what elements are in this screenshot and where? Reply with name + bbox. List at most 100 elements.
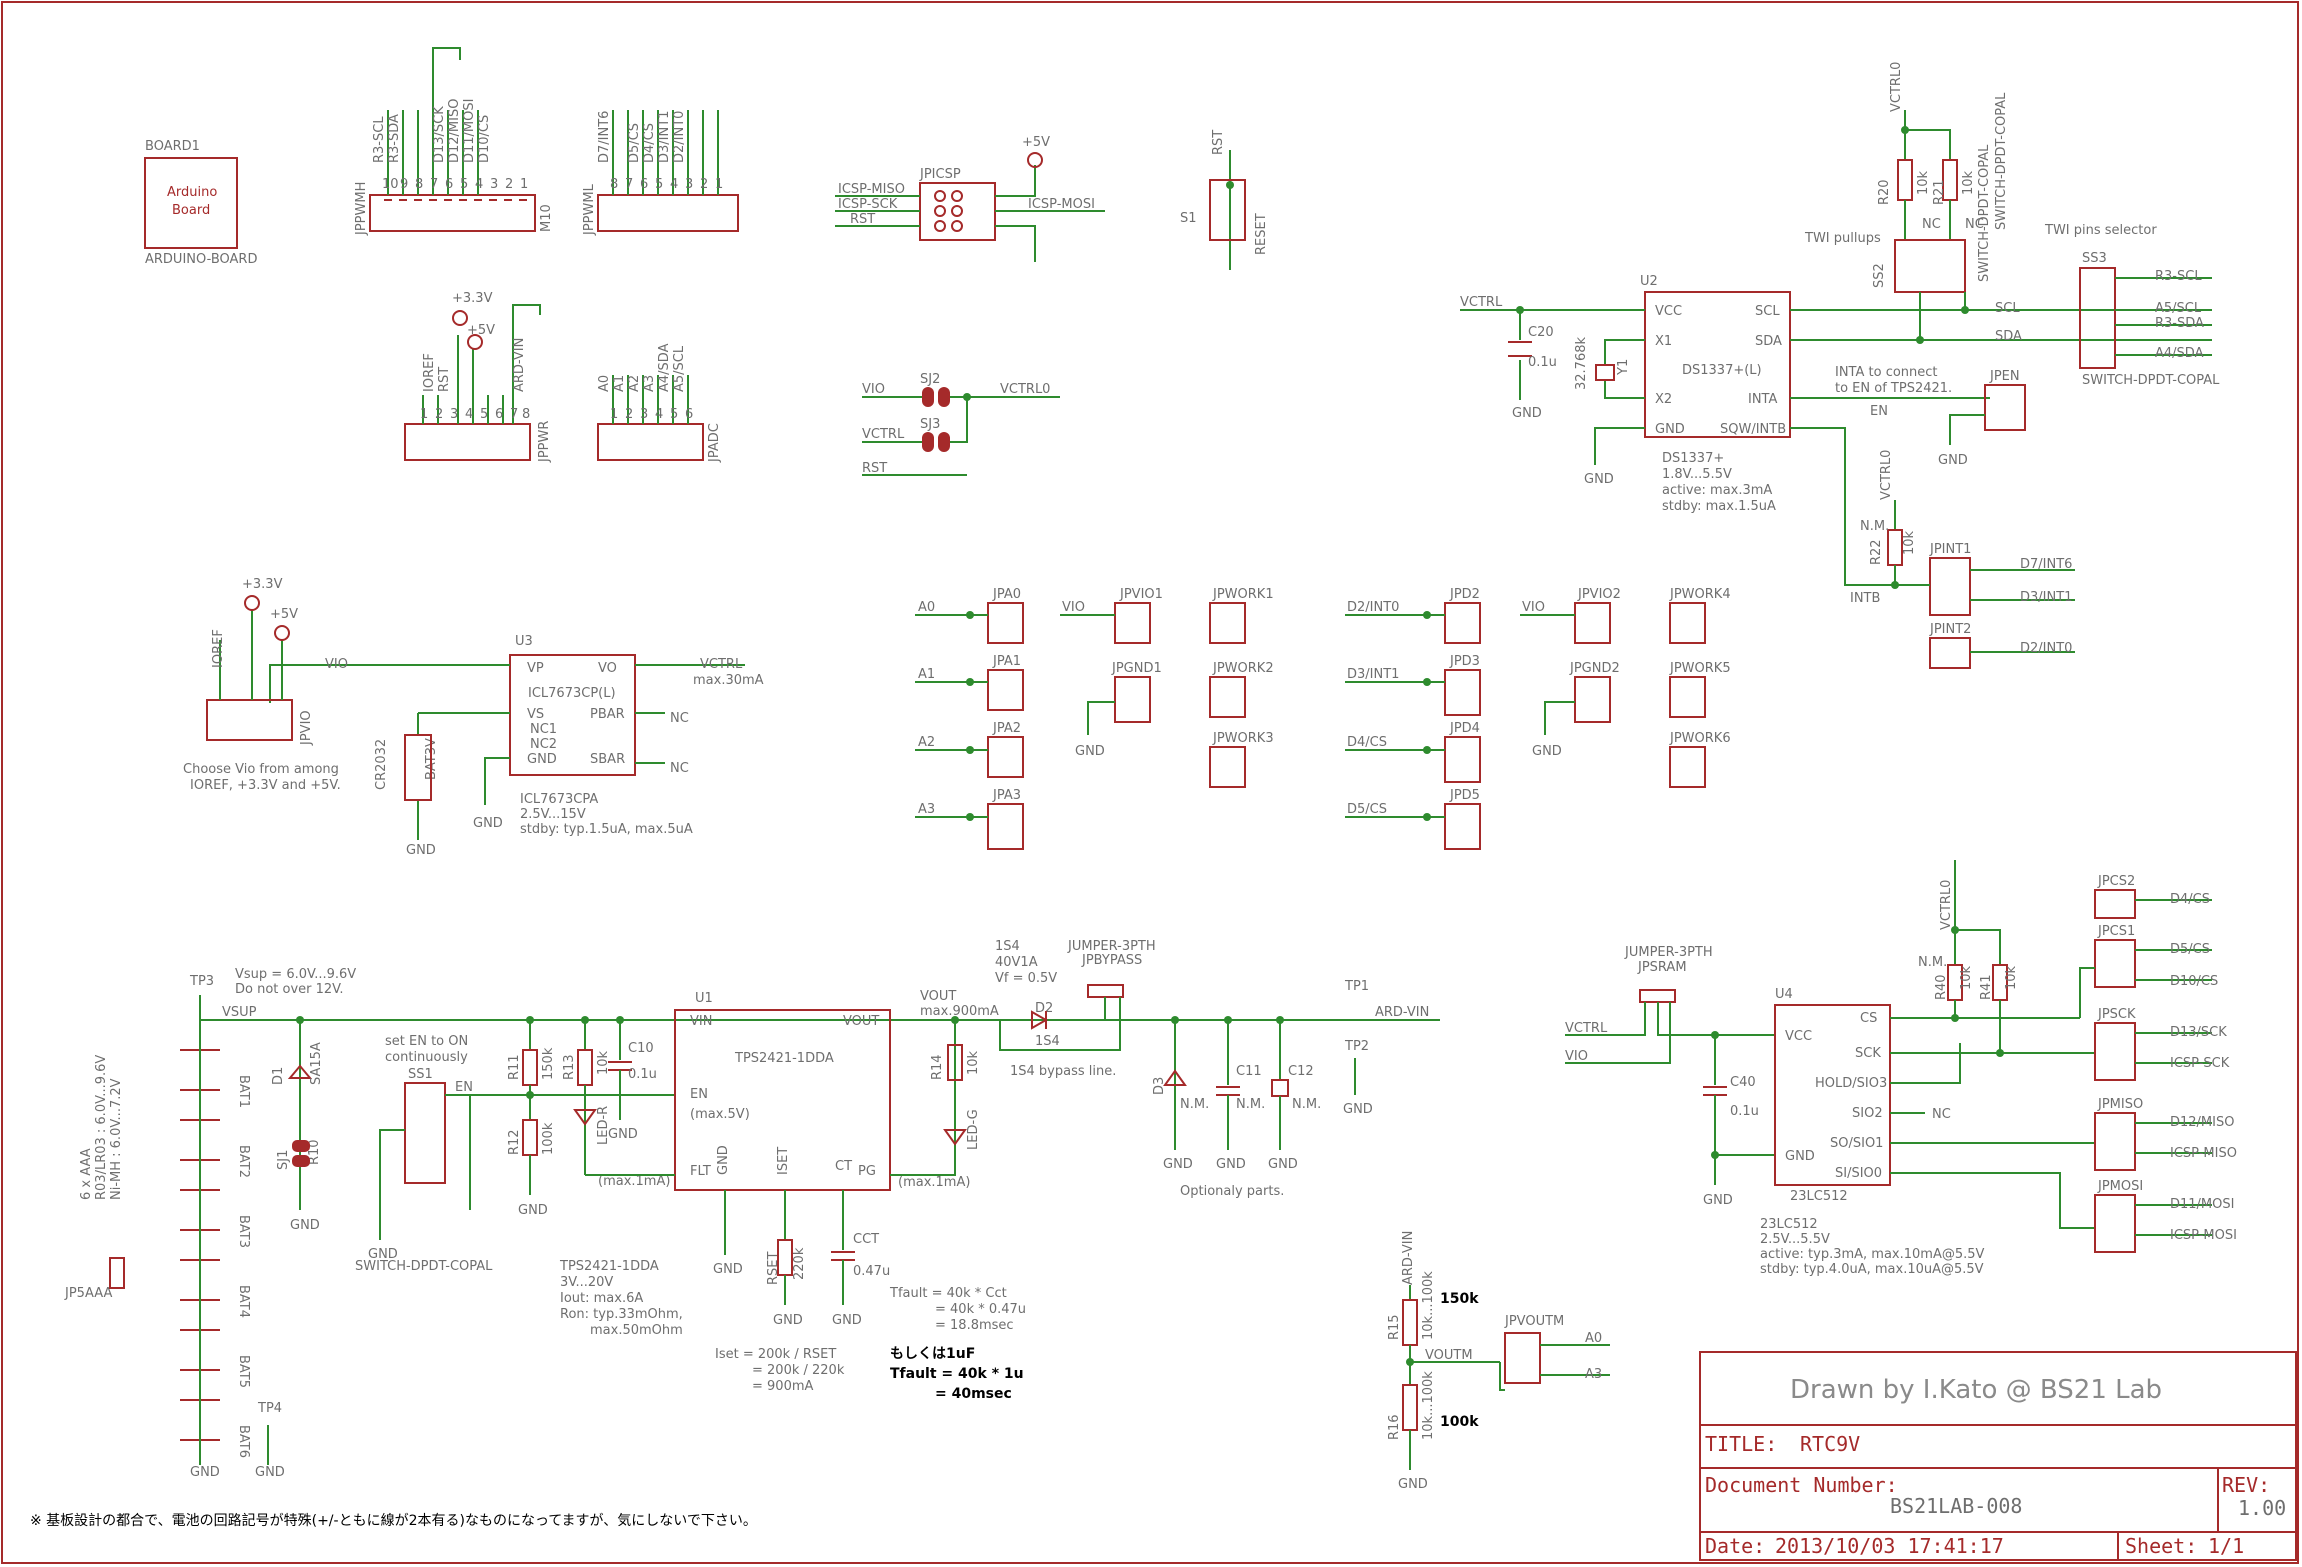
schematic-label: Board	[172, 203, 210, 218]
svg-text:4: 4	[465, 407, 473, 422]
schematic-label: SS3	[2082, 251, 2107, 266]
schematic-label: D5/CS	[627, 123, 642, 163]
schematic-label: JPWORK5	[1669, 661, 1731, 676]
schematic-label: JPD4	[1449, 721, 1480, 736]
schematic-label: R15	[1387, 1314, 1402, 1340]
schematic-label: R16	[1387, 1414, 1402, 1440]
schematic-label: max.900mA	[920, 1004, 999, 1019]
schematic-label: GND	[608, 1127, 638, 1142]
schematic-label: 10k	[2004, 965, 2019, 990]
schematic-label: JPICSP	[919, 167, 961, 182]
schematic-label: 10k	[596, 1050, 611, 1075]
schematic-label: VOUT	[920, 989, 956, 1004]
schematic-label: active: typ.3mA, max.10mA@5.5V	[1760, 1247, 1985, 1262]
schematic-label: stdby: typ.4.0uA, max.10uA@5.5V	[1760, 1262, 1984, 1277]
schematic-label: Date:	[1705, 1534, 1765, 1558]
schematic-label: GND	[406, 843, 436, 858]
schematic-label: SA15A	[309, 1042, 324, 1085]
schematic-label: JPCS1	[2097, 924, 2135, 939]
schematic-label: ARD-VIN	[1375, 1005, 1429, 1020]
schematic-label: U2	[1640, 274, 1658, 289]
schematic-label: EN	[1870, 404, 1888, 419]
schematic-label: U1	[695, 991, 713, 1006]
schematic-label: 10k	[1902, 530, 1917, 555]
schematic-label: +3.3V	[452, 291, 493, 306]
schematic-label: JPINT1	[1929, 542, 1971, 557]
schematic-label: SWITCH-DPDT-COPAL	[2082, 373, 2220, 388]
schematic-label: ISET	[776, 1147, 791, 1175]
schematic-label: TPS2421-1DDA	[734, 1051, 834, 1066]
schematic-label: VCC	[1785, 1029, 1812, 1044]
schematic-label: SJ1	[276, 1150, 291, 1170]
schematic-label: 40V1A	[995, 955, 1038, 970]
schematic-label: N.M.	[1236, 1097, 1265, 1112]
schematic-label: EN	[455, 1080, 473, 1095]
schematic-label: = 40msec	[935, 1386, 1012, 1402]
schematic-label: N.M.	[1180, 1097, 1209, 1112]
schematic-label: PBAR	[590, 707, 625, 722]
svg-text:7: 7	[430, 177, 438, 192]
schematic-label: M10	[539, 204, 554, 232]
schematic-label: D4/CS	[1347, 735, 1387, 750]
solder-jumpers: SJ2 SJ3 VIO VCTRL VCTRL0 RST	[862, 372, 1060, 476]
date-value: 2013/10/03 17:41:17	[1775, 1534, 2004, 1558]
schematic-label: X2	[1655, 392, 1672, 407]
schematic-label: JPWORK6	[1669, 731, 1731, 746]
schematic-label: ARD-VIN	[512, 338, 527, 392]
schematic-label: 0.47u	[853, 1264, 890, 1279]
schematic-label: 10k	[1916, 170, 1931, 195]
schematic-label: JPSCK	[2097, 1007, 2136, 1022]
svg-text:3: 3	[685, 177, 693, 192]
schematic-label: JPMOSI	[2097, 1179, 2143, 1194]
schematic-label: D2/INT0	[2020, 641, 2072, 656]
schematic-label: R40	[1934, 974, 1949, 1000]
schematic-label: JPA0	[992, 587, 1021, 602]
schematic-label: A4/SDA	[657, 343, 672, 392]
schematic-label: JPWORK1	[1212, 587, 1274, 602]
schematic-label: BAT5	[236, 1355, 251, 1388]
schematic-label: VIO	[1565, 1049, 1588, 1064]
schematic-label: = 200k / 220k	[752, 1363, 845, 1378]
schematic-label: TP4	[257, 1401, 282, 1416]
schematic-label: Vsup = 6.0V...9.6V	[235, 967, 356, 982]
schematic-label: Arduino	[167, 185, 217, 200]
schematic-label: D7/INT6	[2020, 557, 2072, 572]
schematic-label: VCTRL	[862, 427, 905, 442]
schematic-label: set EN to ON	[385, 1034, 468, 1049]
schematic-label: D1	[271, 1067, 286, 1085]
schematic-label: 1S4	[995, 939, 1020, 954]
schematic-label: GND	[290, 1218, 320, 1233]
svg-text:2: 2	[435, 407, 443, 422]
schematic-label: 0.1u	[1528, 355, 1557, 370]
svg-text:1: 1	[610, 407, 618, 422]
schematic-label: PG	[858, 1164, 876, 1179]
schematic-label: ICSP-SCK	[2170, 1056, 2230, 1071]
schematic-label: GND	[1512, 406, 1542, 421]
schematic-label: JUMPER-3PTH	[1067, 939, 1156, 954]
schematic-label: IOREF, +3.3V and +5V.	[190, 778, 341, 793]
schematic-label: Sheet:	[2125, 1534, 2197, 1558]
svg-text:6: 6	[495, 407, 503, 422]
schematic-label: 150k	[1440, 1291, 1479, 1307]
schematic-label: JPBYPASS	[1081, 953, 1142, 968]
schematic-label: REV:	[2222, 1473, 2270, 1497]
schematic-label: VCTRL	[1460, 295, 1503, 310]
jpen-jumper: JPEN GND	[1938, 369, 2026, 468]
schematic-label: = 40k * 0.47u	[935, 1302, 1026, 1317]
schematic-label: CR2032	[374, 739, 389, 790]
schematic-label: A0	[597, 375, 612, 392]
schematic-label: RESET	[1254, 213, 1269, 255]
footnote-text: ※ 基板設計の都合で、電池の回路記号が特殊(+/-ともに線が2本有る)なものにな…	[30, 1512, 757, 1529]
schematic-label: VCTRL0	[1879, 450, 1894, 500]
schematic-label: R21	[1932, 179, 1947, 205]
svg-text:2: 2	[700, 177, 708, 192]
document-number: BS21LAB-008	[1890, 1494, 2022, 1518]
schematic-label: D10/CS	[2170, 974, 2218, 989]
schematic-label: D11/MOSI	[2170, 1197, 2234, 1212]
svg-text:4: 4	[670, 177, 678, 192]
schematic-label: SDA	[1755, 334, 1782, 349]
schematic-label: Choose Vio from among	[183, 762, 339, 777]
schematic-label: ICL7673CP(L)	[528, 686, 616, 701]
schematic-label: JPWORK3	[1212, 731, 1274, 746]
